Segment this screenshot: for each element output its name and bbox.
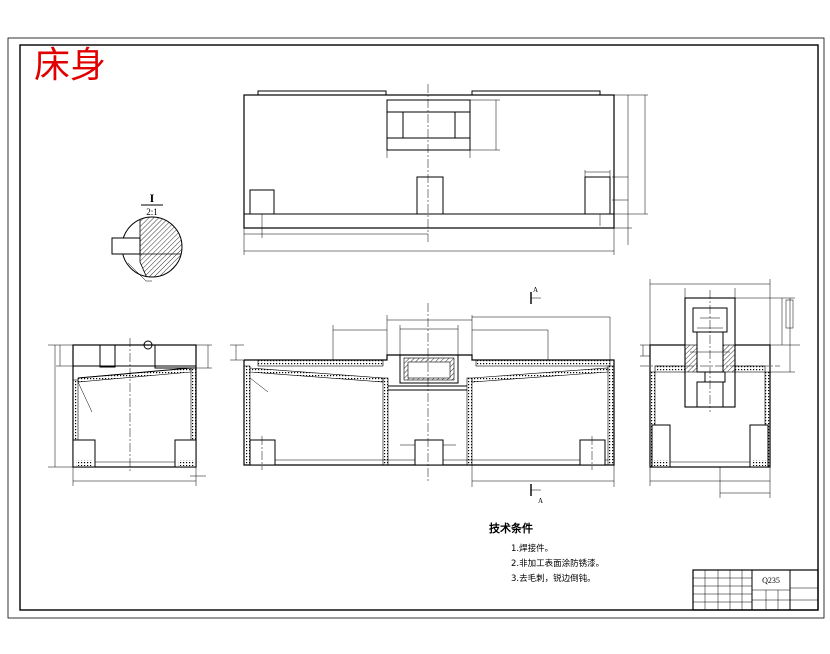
left-view-top-block-left <box>99 344 116 368</box>
outer-border <box>7 37 825 619</box>
tech-requirement-item: 1.焊接件。 <box>511 543 553 554</box>
drawing-title: 床身 <box>34 45 106 86</box>
top-view <box>243 84 648 255</box>
detail-leader <box>127 262 147 282</box>
right-view-hatch-right <box>722 344 736 373</box>
section-label-top: A <box>533 286 538 294</box>
front-view-partition-right <box>466 377 473 466</box>
right-view-foot-left <box>651 424 671 468</box>
front-view-foot-left <box>249 439 276 466</box>
title-block-material: Q235 <box>762 576 780 585</box>
tech-requirement-item: 2.非加工表面涂防锈漆。 <box>511 558 604 569</box>
right-view-foot-pad <box>752 460 766 466</box>
detail-i: I 2:1 <box>111 191 183 282</box>
front-view-outline <box>243 354 615 466</box>
front-view-top-plate-left <box>257 359 384 367</box>
left-view-foot-pad <box>178 460 194 466</box>
front-view: A A <box>230 286 615 505</box>
front-view-wall-left <box>243 365 251 466</box>
top-view-dimensions <box>243 94 648 255</box>
right-view-foot-pad <box>654 460 668 466</box>
right-view-top-plate-right <box>734 365 766 373</box>
detail-label: I <box>150 191 155 205</box>
tech-requirement-item: 3.去毛刺，锐边倒钝。 <box>511 573 596 584</box>
tech-requirements-heading: 技术条件 <box>489 521 533 535</box>
top-view-rail-left <box>257 90 387 96</box>
left-view-foot-pad <box>76 460 92 466</box>
front-view-partition-left <box>382 377 389 466</box>
inner-border <box>19 44 819 611</box>
top-view-foot-left <box>249 189 275 215</box>
right-view-foot-right <box>749 424 769 468</box>
top-view-outline <box>243 94 615 229</box>
title-block-frame <box>692 569 819 611</box>
title-block: Q235 <box>692 569 819 611</box>
title-block-grid <box>693 570 818 610</box>
front-view-foot-right <box>579 439 606 466</box>
tech-requirements: 技术条件 1.焊接件。 2.非加工表面涂防锈漆。 3.去毛刺，锐边倒钝。 <box>489 521 604 584</box>
right-view-dimensions <box>640 279 800 498</box>
top-view-foot-center <box>416 176 444 215</box>
section-mark-bottom: A <box>530 484 543 505</box>
top-view-rail-right <box>471 90 601 96</box>
front-view-slope-right <box>471 367 609 383</box>
front-view-foot-center <box>414 439 444 466</box>
left-view <box>48 338 212 486</box>
left-view-slope-plate <box>77 367 192 383</box>
left-view-dimensions <box>48 344 212 486</box>
left-view-top-block-right <box>154 344 197 369</box>
left-view-lift-eye <box>143 340 153 350</box>
detail-bar <box>111 237 141 255</box>
detail-scale: 2:1 <box>146 207 158 217</box>
top-view-center-opening <box>402 111 456 139</box>
right-view-hatch-left <box>684 344 698 373</box>
front-view-cavity-core <box>407 361 451 379</box>
section-label-bottom: A <box>538 497 543 505</box>
right-view-top-plate-left <box>654 365 686 373</box>
front-view-center-housing <box>399 354 459 384</box>
front-view-top-plate-right <box>475 359 611 367</box>
front-view-slope-left <box>249 367 384 383</box>
front-view-wall-right <box>607 365 615 466</box>
top-view-foot-right <box>584 176 611 215</box>
right-view <box>640 279 800 498</box>
section-mark-top: A <box>530 286 541 304</box>
front-view-dimensions <box>230 315 615 487</box>
top-view-center-housing <box>386 99 471 151</box>
